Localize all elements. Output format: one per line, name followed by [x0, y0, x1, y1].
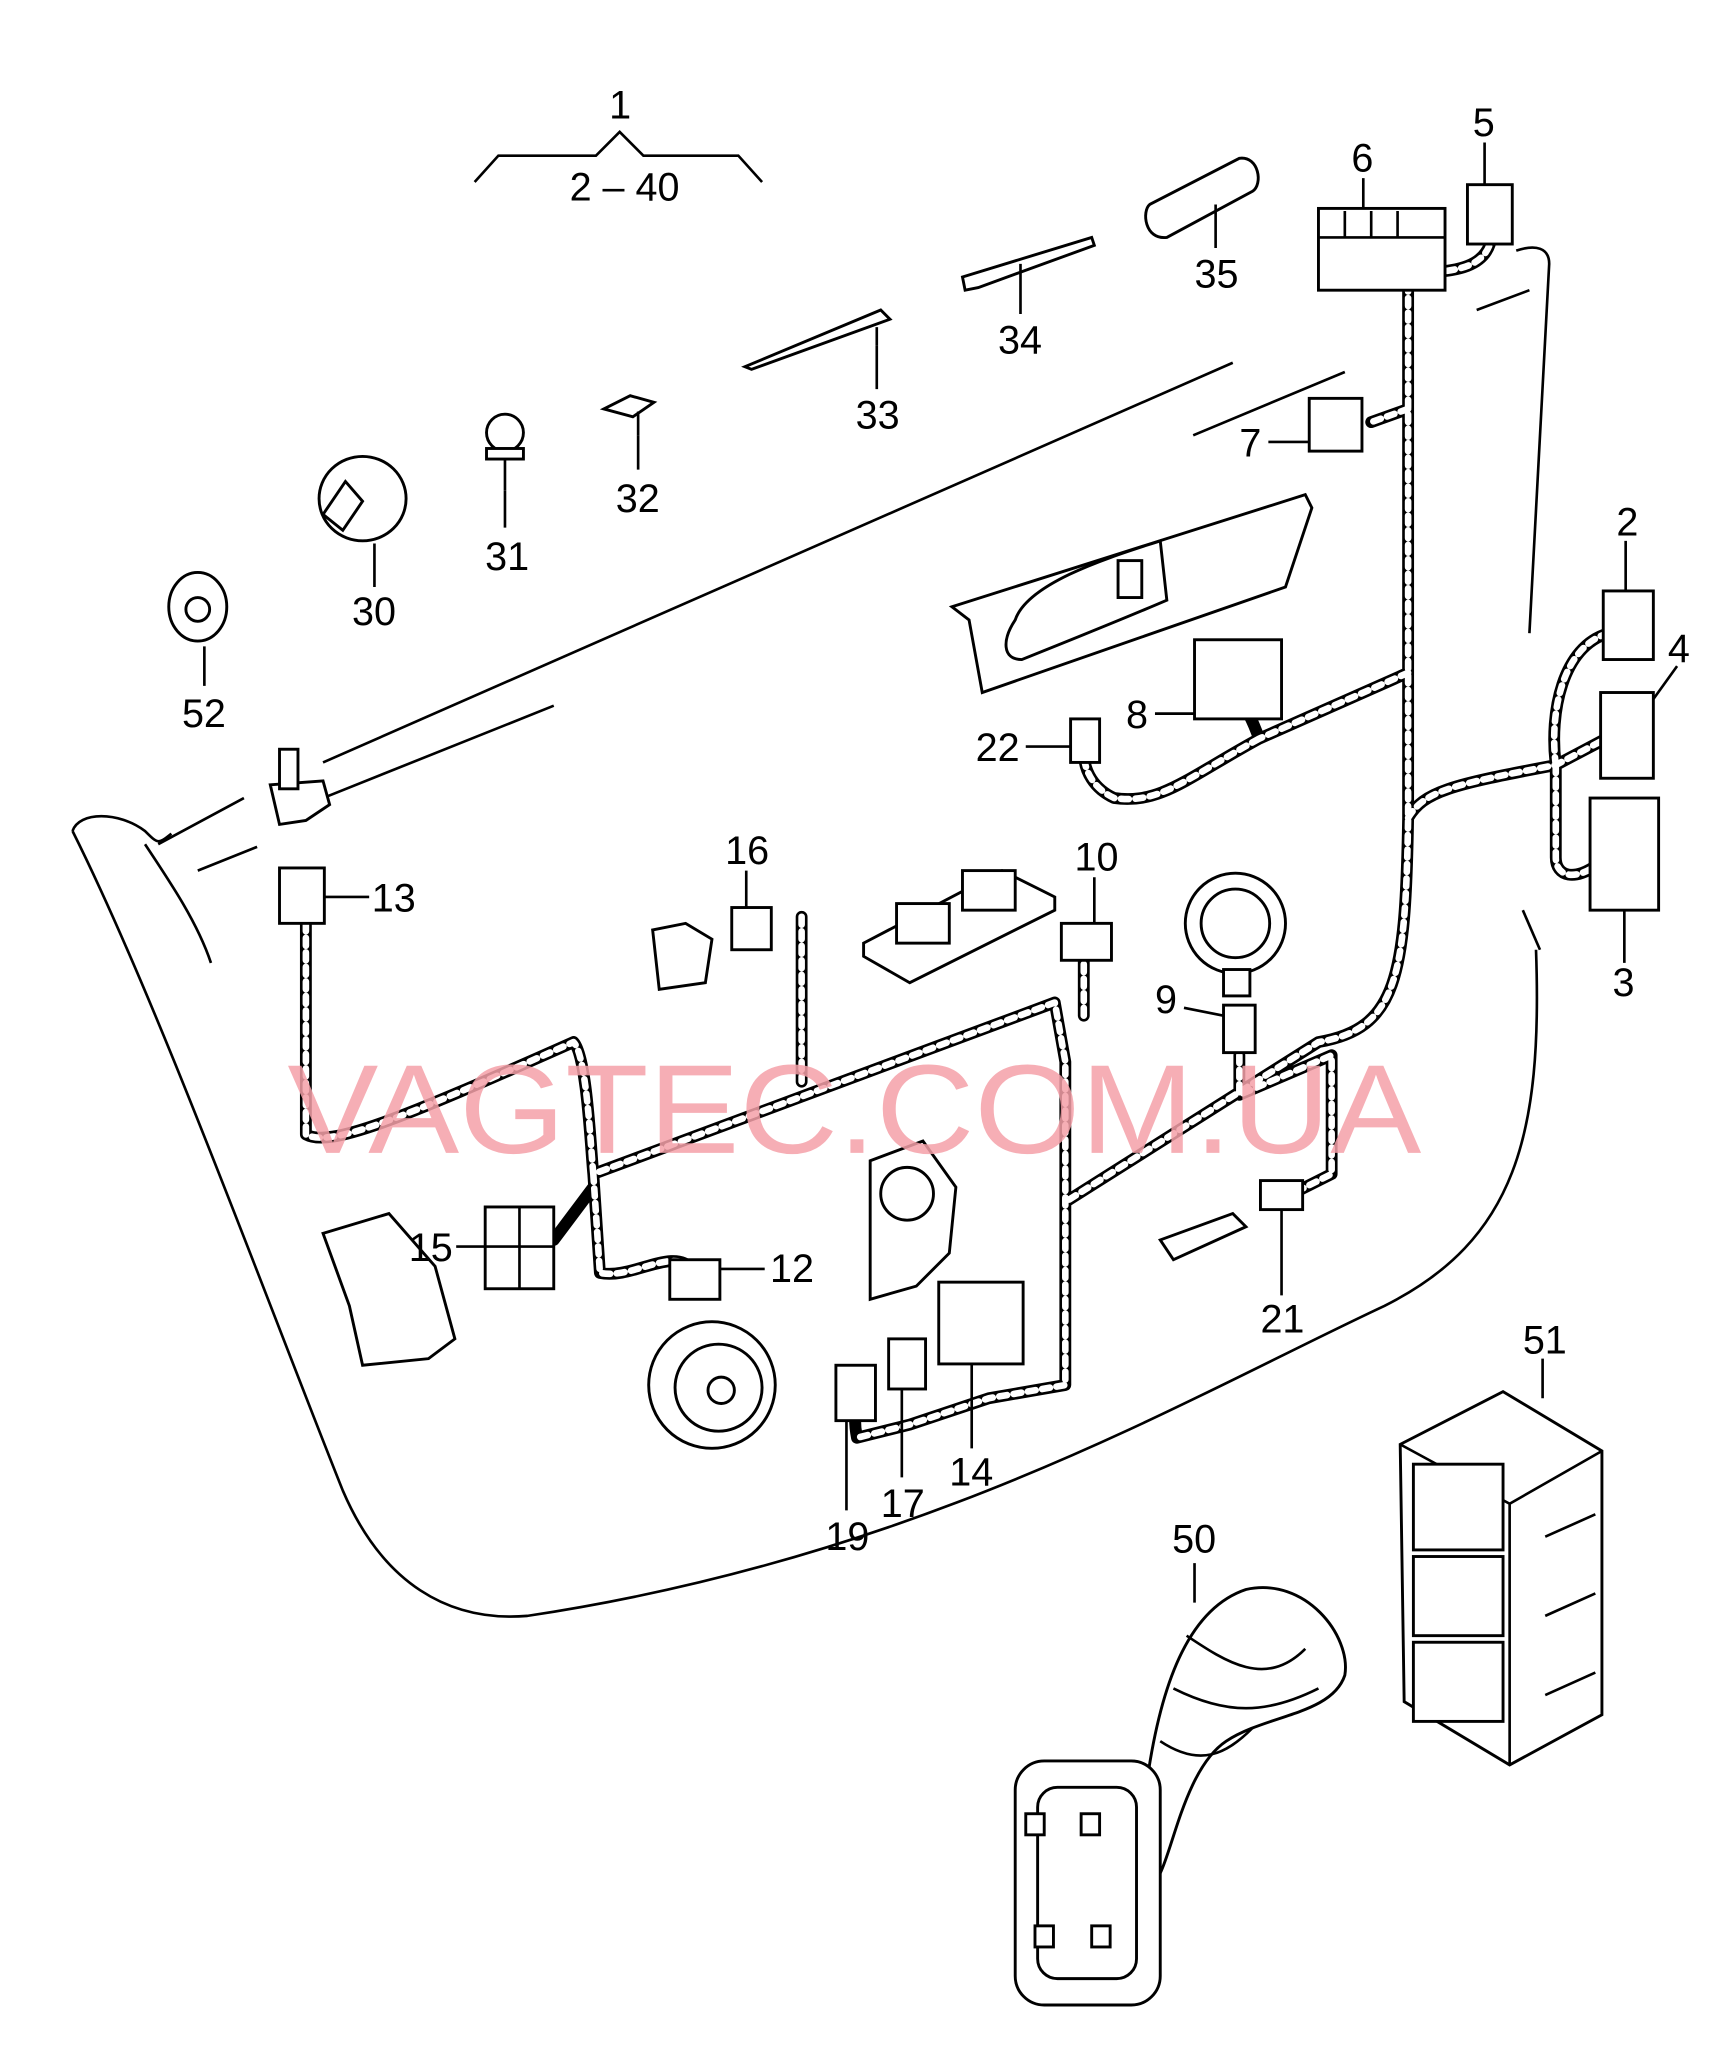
callout-8: 8	[1126, 693, 1148, 737]
connector-13	[278, 866, 326, 925]
connector-19	[834, 1363, 877, 1423]
connector-17	[887, 1337, 928, 1391]
connector-21	[1258, 1179, 1305, 1212]
callout-12: 12	[770, 1247, 814, 1291]
callout-10: 10	[1075, 836, 1119, 880]
watermark: VAGTEC.COM.UA	[287, 1038, 1421, 1180]
callout-52: 52	[182, 692, 226, 736]
callout-35: 35	[1195, 253, 1239, 297]
part-50-grommet	[1013, 1586, 1347, 2007]
door-outline	[71, 246, 1551, 1618]
connector-14	[937, 1280, 1025, 1366]
sensor-bracket	[651, 921, 714, 991]
group-bracket: 1 2 – 40	[473, 84, 764, 210]
part-31	[485, 412, 525, 453]
part-35	[1144, 156, 1260, 239]
courtesy-lamp	[1158, 1211, 1249, 1262]
callout-5: 5	[1473, 101, 1495, 145]
leader-lines	[203, 142, 1679, 1603]
connector-7	[1307, 396, 1364, 453]
window-switch	[862, 868, 1057, 985]
callout-13: 13	[372, 876, 416, 920]
door-handle	[948, 492, 1314, 695]
group-range: 2 – 40	[570, 165, 680, 209]
callout-6: 6	[1351, 136, 1373, 180]
part-32	[599, 394, 658, 419]
callout-16: 16	[725, 829, 769, 873]
callout-2: 2	[1616, 501, 1638, 545]
part-34	[960, 235, 1097, 292]
small-parts	[167, 156, 1287, 1450]
callout-21: 21	[1260, 1297, 1304, 1341]
connector-2	[1601, 589, 1655, 661]
callout-19: 19	[825, 1515, 869, 1559]
callout-9: 9	[1155, 978, 1177, 1022]
door-switch	[268, 779, 332, 827]
connector-6	[1317, 206, 1447, 292]
callout-14: 14	[949, 1450, 993, 1494]
callout-7: 7	[1239, 421, 1261, 465]
connector-8	[1193, 638, 1283, 721]
callouts: 2 3 4 5 6 7 8 9 10 12 13 14 15 16 17 19 …	[182, 101, 1690, 1562]
callout-30: 30	[352, 590, 396, 634]
connector-12	[668, 1258, 722, 1301]
connector-16	[730, 906, 773, 952]
part-33	[741, 308, 893, 371]
connectors	[278, 183, 1661, 1423]
callout-15: 15	[409, 1226, 453, 1270]
part-51-cover	[1398, 1389, 1604, 1767]
door-lock	[321, 1211, 457, 1367]
callout-17: 17	[881, 1482, 925, 1526]
callout-31: 31	[485, 535, 529, 579]
callout-4: 4	[1668, 627, 1690, 671]
callout-34: 34	[998, 319, 1042, 363]
callout-51: 51	[1523, 1318, 1567, 1362]
callout-32: 32	[616, 477, 660, 521]
connector-4	[1599, 691, 1655, 780]
callout-3: 3	[1612, 961, 1634, 1005]
connector-22	[1069, 717, 1102, 764]
group-label: 1	[609, 84, 631, 128]
connector-3	[1588, 796, 1661, 912]
callout-50: 50	[1172, 1518, 1216, 1562]
connector-10	[1059, 921, 1113, 962]
callout-33: 33	[856, 394, 900, 438]
connector-5	[1465, 183, 1514, 246]
callout-22: 22	[976, 726, 1020, 770]
connector-9	[1222, 1003, 1257, 1055]
